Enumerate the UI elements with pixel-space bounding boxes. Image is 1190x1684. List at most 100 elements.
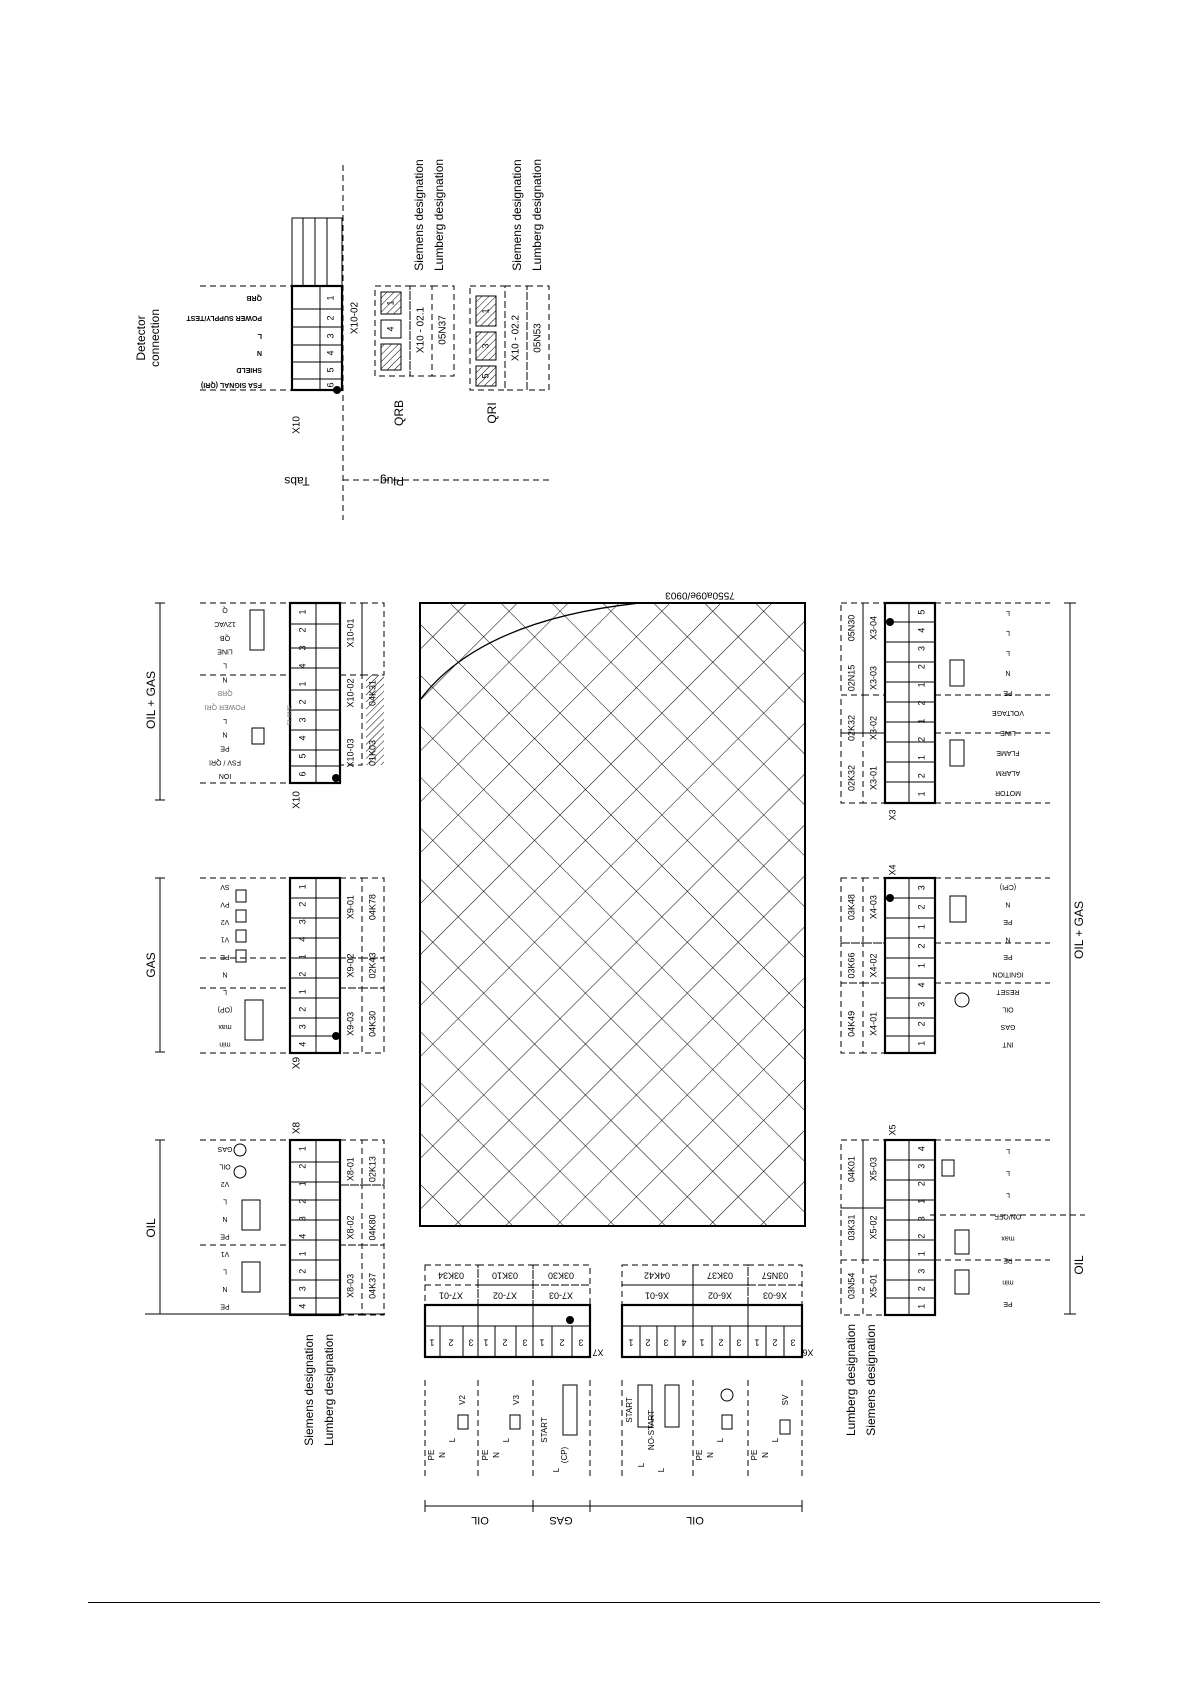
x6-lumberg-label: 03K37	[707, 1271, 733, 1281]
x5-signal-label: L	[1006, 1191, 1010, 1198]
pin-one-dot	[566, 1316, 574, 1324]
x5-lumberg-label: 03K31	[846, 1214, 856, 1240]
x4-signal-label: N	[1005, 900, 1010, 907]
x5-pin-number: 1	[916, 1304, 926, 1309]
x9-signal-label: V1	[221, 935, 230, 942]
left-column	[145, 601, 385, 1317]
x3-pin-number: 2	[916, 700, 926, 705]
x10-block-label: X10	[292, 791, 303, 809]
x6-pin-number: 1	[699, 1338, 704, 1348]
x5-signal-label: ON/OFF	[995, 1213, 1021, 1220]
detector-signal-label: SHIELD	[236, 366, 262, 373]
oil-gas-span-label: OIL + GAS	[1072, 901, 1086, 959]
x5-lumberg-label: 03N54	[846, 1273, 856, 1300]
x10-signal-label: FSV / QRI	[209, 758, 241, 765]
detector-pin-number: 4	[325, 350, 335, 355]
x3-signal-label: VOLTAGE	[992, 709, 1024, 716]
x5-part-label: X5-01	[868, 1274, 878, 1298]
x3-lumberg-label: 02K32	[846, 765, 856, 791]
x10-pin-number: 1	[297, 609, 307, 614]
detector-title: Detector	[134, 315, 148, 360]
x3-pin-number: 3	[916, 646, 926, 651]
x5-signal-label: PE	[1003, 1256, 1013, 1263]
x9-lumberg-label: 04K78	[367, 894, 377, 920]
x9-pin-number: 2	[297, 972, 307, 977]
x9-pin-number: 3	[297, 919, 307, 924]
x5-part-label: X5-02	[868, 1215, 878, 1239]
detector-pin-number: 3	[325, 333, 335, 338]
detector-pin-number: 2	[325, 315, 335, 320]
x3-part-label: X3-03	[868, 666, 878, 690]
siemens-designation-label: Siemens designation	[302, 1334, 316, 1445]
x3-pin-number: 2	[916, 664, 926, 669]
gas-span-label: GAS	[144, 952, 158, 977]
x7-lumberg-label: 03K10	[492, 1271, 518, 1281]
x7-pin-number: 1	[483, 1338, 488, 1348]
qrb-pin-number: 4	[385, 326, 395, 331]
x5-signal-label: max	[1001, 1235, 1015, 1242]
x5-pin-number: 3	[916, 1216, 926, 1221]
x4-lumberg-label: 03K48	[846, 894, 856, 920]
x9-block-label: X9	[292, 1056, 303, 1069]
x6-lumberg-label: 03N57	[762, 1271, 789, 1281]
x6-pin-number: 4	[681, 1338, 686, 1348]
qri-label: QRI	[485, 402, 499, 423]
controller-body	[419, 602, 806, 1227]
qrb-plug-label: X10 - 02.1	[416, 306, 427, 353]
x3-signal-label: L	[1006, 649, 1010, 656]
x8-pin-number: 4	[297, 1304, 307, 1309]
x9-signal-label: (OP)	[218, 1005, 233, 1012]
x8-pin-number: 1	[297, 1251, 307, 1256]
device-label: N	[492, 1452, 501, 1458]
x10-signal-label: L	[223, 717, 227, 724]
x8-signal-label: GAS	[217, 1145, 232, 1152]
device-label: L	[448, 1437, 457, 1442]
x10-signal-label: QRB	[217, 689, 233, 696]
x10-signal-label: ION	[219, 772, 231, 779]
qri-lumberg: 05N53	[533, 323, 544, 353]
pin-one-dot	[332, 774, 340, 782]
x4-signal-label: N	[1005, 935, 1010, 942]
x4-signal-label: PE	[1003, 918, 1013, 925]
device-label: L	[552, 1467, 561, 1472]
x9-pin-number: 4	[297, 1042, 307, 1047]
x7-lumberg-label: 03K30	[548, 1271, 574, 1281]
oil-span-label: OIL	[1072, 1255, 1086, 1275]
x4-part-label: X4-01	[868, 1012, 878, 1036]
detector-signal-label: FSA SIGNAL (QRI)	[201, 381, 262, 388]
x5-pin-number: 1	[916, 1251, 926, 1256]
oil-span-label: OIL	[144, 1218, 158, 1238]
x4-part-label: X4-02	[868, 953, 878, 977]
x3-pin-number: 2	[916, 773, 926, 778]
lumberg-designation-label: Lumberg designation	[322, 1334, 336, 1446]
device-label: L	[771, 1437, 780, 1442]
lumberg-designation-label: Lumberg designation	[530, 159, 544, 271]
device-label: V2	[458, 1395, 467, 1405]
x10-part-label: X10-03	[345, 738, 355, 767]
x6-pin-number: 1	[754, 1338, 759, 1348]
x7-pin-number: 3	[468, 1338, 473, 1348]
x10-lumberg-label: 04K31	[367, 680, 377, 706]
x10-pin-number: 2	[297, 699, 307, 704]
x8-signal-label: L	[223, 1267, 227, 1274]
x3-pin-number: 1	[916, 682, 926, 687]
x6-pin-number: 2	[718, 1338, 723, 1348]
x4-pin-number: 2	[916, 944, 926, 949]
x8-part-label: X8-01	[345, 1157, 355, 1181]
x10-signal-label: PE	[220, 745, 230, 752]
x5-pin-number: 1	[916, 1199, 926, 1204]
qri-pin-number: 5	[480, 373, 490, 378]
x4-part-label: X4-03	[868, 895, 878, 919]
device-label: PE	[481, 1450, 490, 1461]
detector-title-line2: connection	[148, 309, 162, 367]
x5-pin-number: 3	[916, 1269, 926, 1274]
x9-signal-label: PV	[220, 900, 230, 907]
x10-pin-number: 4	[297, 663, 307, 668]
x9-signal-label: N	[222, 970, 227, 977]
x6-pin-number: 2	[772, 1338, 777, 1348]
siemens-designation-label: Siemens designation	[412, 159, 426, 270]
device-label: L	[637, 1462, 646, 1467]
x3-pin-number: 2	[916, 737, 926, 742]
x3-pin-number: 4	[916, 628, 926, 633]
detector-signal-label: POWER SUPPLY/TEST	[186, 314, 262, 321]
